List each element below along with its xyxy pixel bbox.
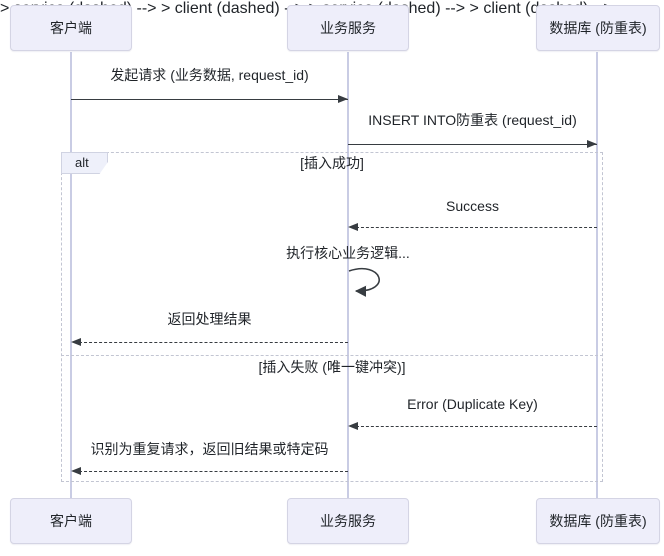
message-label-success: Success bbox=[446, 198, 499, 214]
self-loop-arrow-icon bbox=[348, 268, 380, 297]
arrowhead-left-icon bbox=[71, 338, 81, 346]
message-arrow-error bbox=[356, 426, 597, 427]
message-label-return-result: 返回处理结果 bbox=[167, 311, 252, 327]
arrowhead-left-icon bbox=[71, 467, 81, 475]
alt-case-failure-label: [插入失败 (唯一键冲突)] bbox=[258, 359, 406, 375]
participant-database-bottom: 数据库 (防重表) bbox=[536, 498, 660, 544]
message-label-duplicate: 识别为重复请求，返回旧结果或特定码 bbox=[90, 441, 329, 457]
arrowhead-left-icon bbox=[348, 223, 358, 231]
message-label-insert: INSERT INTO防重表 (request_id) bbox=[368, 112, 577, 128]
message-arrow-return-result bbox=[79, 342, 348, 343]
arrowhead-right-icon bbox=[338, 95, 348, 103]
message-label-core-logic: 执行核心业务逻辑... bbox=[286, 245, 410, 261]
arrowhead-right-icon bbox=[587, 140, 597, 148]
participant-client-top: 客户端 bbox=[10, 5, 132, 51]
lifeline-client bbox=[70, 52, 72, 498]
message-arrow-duplicate bbox=[79, 471, 348, 472]
arrowhead-left-icon bbox=[348, 422, 358, 430]
alt-frame bbox=[61, 152, 603, 482]
participant-client-bottom: 客户端 bbox=[10, 498, 132, 544]
lifeline-database bbox=[596, 52, 598, 498]
participant-service-bottom: 业务服务 bbox=[287, 498, 409, 544]
alt-case-success-label: [插入成功] bbox=[300, 155, 364, 171]
message-arrow-success bbox=[356, 227, 597, 228]
lifeline-service bbox=[347, 52, 349, 498]
message-label-request: 发起请求 (业务数据, request_id) bbox=[110, 67, 309, 83]
participant-database-top: 数据库 (防重表) bbox=[536, 5, 660, 51]
participant-service-top: 业务服务 bbox=[287, 5, 409, 51]
message-label-error: Error (Duplicate Key) bbox=[407, 396, 538, 412]
message-arrow-insert bbox=[348, 144, 597, 145]
message-arrow-request bbox=[71, 99, 348, 100]
alt-divider bbox=[61, 355, 603, 356]
